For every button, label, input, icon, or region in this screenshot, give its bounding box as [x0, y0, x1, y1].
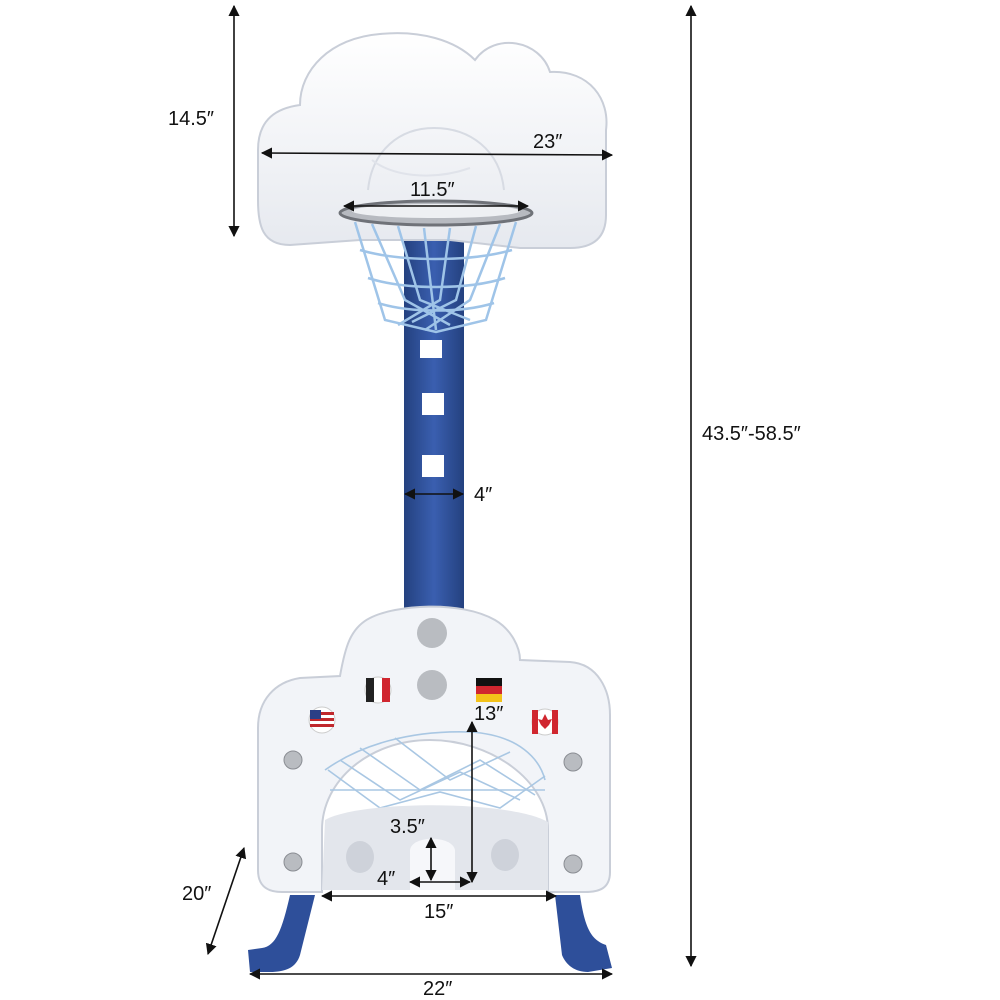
- pole-adjust-hole: [422, 455, 444, 477]
- hole-height-label: 3.5″: [390, 816, 425, 838]
- backboard-width-label: 23″: [533, 131, 562, 153]
- base-depth-label: 20″: [182, 883, 211, 905]
- rim: [338, 199, 534, 227]
- pole: [404, 240, 464, 612]
- target-hole: [491, 839, 519, 871]
- target-hole: [346, 841, 374, 873]
- gray-button: [417, 618, 447, 648]
- pole-adjust-hole: [420, 340, 442, 358]
- france-flag-icon: [364, 676, 392, 704]
- canada-flag-icon: [531, 708, 559, 736]
- base-width-label: 22″: [423, 978, 452, 1000]
- rim-diameter-label: 11.5″: [410, 179, 455, 201]
- goal-width-label: 15″: [424, 901, 453, 923]
- gray-button: [417, 670, 447, 700]
- total-height-label: 43.5″-58.5″: [702, 423, 801, 445]
- goal-frame: [257, 605, 611, 893]
- base-depth-line: [205, 846, 247, 956]
- germany-flag-icon: [476, 678, 502, 702]
- backboard-height-label: 14.5″: [168, 108, 214, 130]
- goal-height-label: 13″: [474, 703, 503, 725]
- pole-adjust-hole: [422, 393, 444, 415]
- base-legs: [248, 895, 612, 972]
- screw-icon: [283, 750, 583, 874]
- dimension-lines: [205, 4, 697, 980]
- backboard-width-line: [260, 147, 614, 161]
- pole-width-label: 4″: [474, 484, 492, 506]
- hole-width-label: 4″: [377, 868, 395, 890]
- usa-flag-icon: [308, 706, 336, 734]
- hoop-net: [353, 221, 518, 334]
